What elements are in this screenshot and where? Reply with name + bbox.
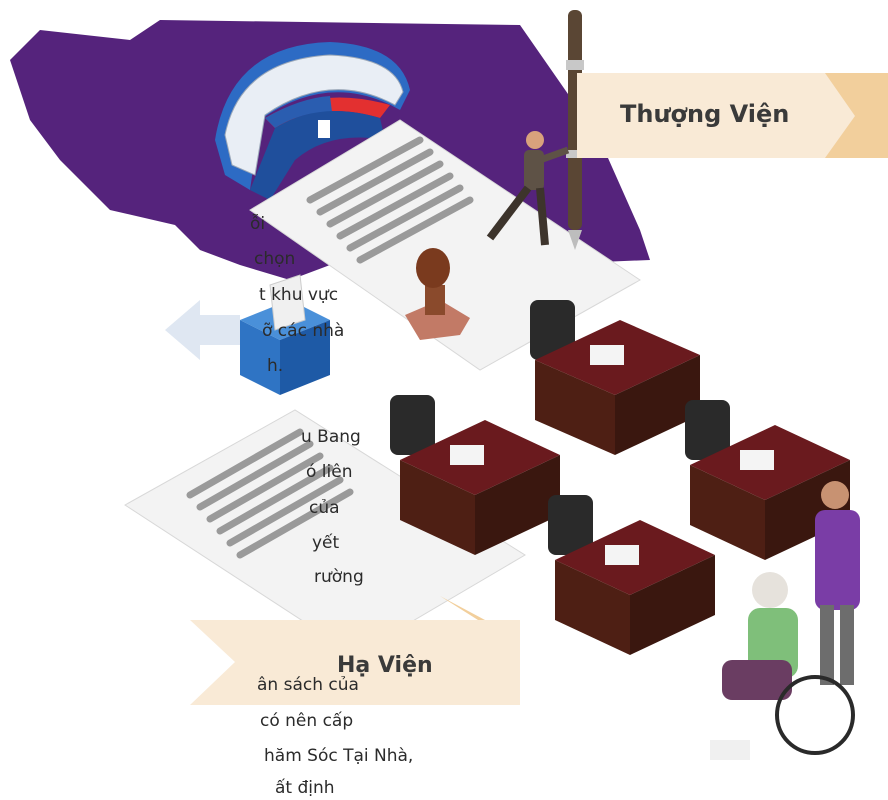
side-text-p2-line1: u Bang	[301, 427, 361, 447]
stamp-icon	[405, 248, 470, 340]
man-with-pen-icon	[486, 10, 584, 250]
side-text-p1-line4: ỡ các nhà	[262, 321, 345, 341]
side-text-p1-line2: chọn	[254, 249, 296, 269]
side-text-p2-line4: yết	[312, 533, 340, 553]
caregiver-wheelchair-icon	[710, 481, 860, 760]
desk-1	[530, 300, 700, 455]
senate-chamber-icon	[215, 42, 410, 200]
side-text-p1-line5: h.	[267, 356, 284, 376]
legislature-illustration	[10, 10, 860, 760]
house-label: Hạ Viện	[337, 653, 433, 678]
side-text-p2-line3: của	[309, 498, 340, 518]
desk-4	[548, 495, 715, 655]
side-text-p1-line3: t khu vực	[259, 285, 339, 305]
side-text-p3-line1: ân sách của	[257, 675, 359, 695]
house-document	[124, 409, 526, 656]
side-text-p2-line5: rường	[314, 567, 364, 587]
desk-2	[390, 395, 560, 555]
side-text-p2-line2: ó liên	[306, 462, 353, 482]
ballot-box-icon	[240, 274, 330, 395]
arrow-left-icon	[165, 300, 240, 360]
senate-label: Thượng Viện	[620, 100, 790, 128]
side-text-p3-line2: có nên cấp	[260, 711, 354, 731]
side-text-p3-line3: hăm Sóc Tại Nhà,	[264, 746, 414, 766]
side-text-p1-line1: ỗi	[250, 214, 266, 234]
